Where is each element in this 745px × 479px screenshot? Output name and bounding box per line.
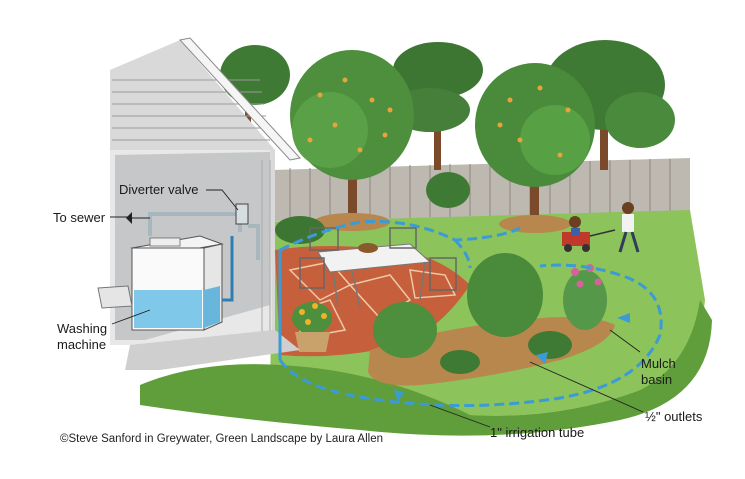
label-washing-machine-line1: Washing bbox=[57, 321, 107, 336]
tree-mulch-ring-right bbox=[499, 215, 571, 233]
label-outlets: ½" outlets bbox=[645, 409, 702, 424]
potted-flower bbox=[292, 302, 332, 352]
label-washing-machine-line2: machine bbox=[57, 337, 106, 352]
shrub bbox=[426, 172, 470, 208]
image-credit: ©Steve Sanford in Greywater, Green Lands… bbox=[60, 433, 383, 445]
label-irrigation-tube: 1" irrigation tube bbox=[490, 425, 584, 440]
label-diverter-valve: Diverter valve bbox=[119, 182, 198, 197]
laundry-basket bbox=[98, 286, 132, 308]
washing-machine bbox=[132, 236, 222, 330]
label-mulch-basin-line2: basin bbox=[641, 372, 672, 387]
label-mulch-basin-line1: Mulch bbox=[641, 356, 676, 371]
label-to-sewer: To sewer bbox=[53, 210, 105, 225]
